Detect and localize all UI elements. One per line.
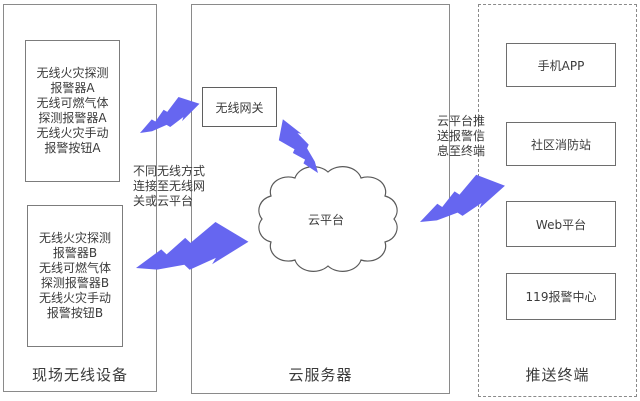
device-group-a-text: 无线火灾探测报警器A 无线可燃气体探测报警器A 无线火灾手动报警按钮A (34, 66, 112, 156)
device-group-b-box: 无线火灾探测报警器B 无线可燃气体探测报警器B 无线火灾手动报警按钮B (27, 205, 123, 347)
device-group-a-box: 无线火灾探测报警器A 无线可燃气体探测报警器A 无线火灾手动报警按钮A (25, 40, 120, 182)
device-a-manual-button: 无线火灾手动报警按钮A (36, 126, 109, 155)
cloud-platform-label: 云平台 (308, 213, 345, 227)
device-b-gas-detector: 无线可燃气体探测报警器B (38, 261, 111, 290)
push-panel-label: 推送终端 (525, 366, 590, 384)
annotation-push-info: 云平台推送报警信息至终端 (437, 114, 486, 158)
device-b-manual-button: 无线火灾手动报警按钮B (38, 291, 111, 320)
wireless-gateway-box: 无线网关 (202, 87, 277, 127)
terminal-web-platform-box: Web平台 (506, 201, 616, 247)
device-group-b-text: 无线火灾探测报警器B 无线可燃气体探测报警器B 无线火灾手动报警按钮B (36, 231, 114, 321)
device-a-gas-detector: 无线可燃气体探测报警器A (36, 96, 109, 125)
device-b-fire-detector: 无线火灾探测报警器B (38, 231, 111, 260)
terminal-fire-station-label: 社区消防站 (530, 137, 591, 152)
panel-cloud-server (191, 4, 450, 394)
field-panel-label: 现场无线设备 (31, 366, 128, 384)
terminal-web-platform-label: Web平台 (535, 217, 587, 232)
annotation-wireless-connection: 不同无线方式连接至无线网关或云平台 (133, 164, 206, 208)
cloud-panel-label: 云服务器 (288, 366, 353, 384)
terminal-fire-station-box: 社区消防站 (506, 122, 616, 166)
terminal-119-center-label: 119报警中心 (525, 290, 597, 304)
device-a-fire-detector: 无线火灾探测报警器A (36, 66, 109, 95)
terminal-119-center-box: 119报警中心 (506, 273, 616, 320)
terminal-mobile-app-box: 手机APP (506, 43, 616, 87)
wireless-gateway-label: 无线网关 (215, 100, 264, 115)
terminal-mobile-app-label: 手机APP (537, 58, 585, 73)
